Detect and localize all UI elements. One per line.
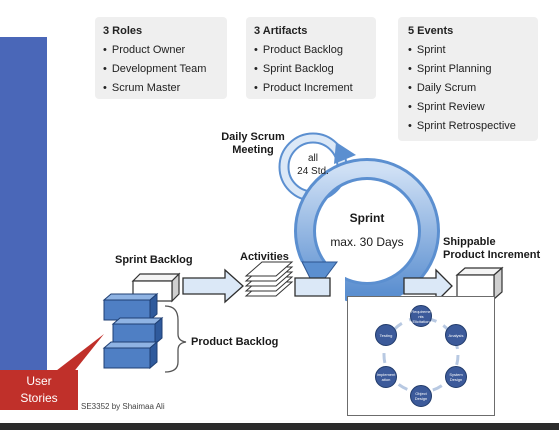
daily-cycle-label: all 24 Std. <box>290 152 336 178</box>
sdlc-node: Object Design <box>410 385 432 407</box>
list-item: Sprint <box>408 41 538 60</box>
sdlc-node: Testing <box>375 324 397 346</box>
events-title: 5 Events <box>408 25 454 37</box>
user-stories-pointer <box>52 334 104 374</box>
list-item: Sprint Planning <box>408 60 538 79</box>
list-item: Product Owner <box>103 41 227 60</box>
sprint-label: Sprint max. 30 Days <box>312 211 422 249</box>
shippable-label: Shippable Product Increment <box>443 236 540 262</box>
sdlc-node: System Design <box>445 366 467 388</box>
sprint-cycle-arrowhead <box>301 261 338 291</box>
sprint-duration: max. 30 Days <box>330 235 404 249</box>
product-backlog-label: Product Backlog <box>191 336 279 348</box>
list-item: Sprint Review <box>408 98 538 117</box>
sdlc-node: Requireme nts Elicitation <box>410 305 432 327</box>
shippable-line2: Product Increment <box>443 249 541 261</box>
shippable-line1: Shippable <box>443 236 496 248</box>
user-stories-callout: User Stories <box>0 370 78 410</box>
sidebar-panel <box>0 37 47 375</box>
activities-label: Activities <box>240 251 289 263</box>
sprint-title: Sprint <box>349 211 385 225</box>
list-item: Sprint Backlog <box>254 60 376 79</box>
daily-scrum-label: Daily Scrum Meeting <box>215 131 291 157</box>
sdlc-cycle-inset: Requireme nts Elicitation Analysis Syste… <box>347 296 495 416</box>
daily-scrum-line1: Daily Scrum <box>221 131 285 143</box>
list-item: Product Increment <box>254 79 376 98</box>
activities-stack <box>244 261 294 297</box>
sdlc-node: Implement ation <box>375 366 397 388</box>
artifacts-card: 3 Artifacts Product Backlog Sprint Backl… <box>246 17 376 99</box>
user-stories-line1: User <box>26 374 52 388</box>
list-item: Scrum Master <box>103 79 227 98</box>
events-list: Sprint Sprint Planning Daily Scrum Sprin… <box>408 41 538 136</box>
user-stories-line2: Stories <box>20 391 58 405</box>
sprint-backlog-label: Sprint Backlog <box>115 254 193 266</box>
daily-scrum-line2: Meeting <box>232 144 274 156</box>
arrow-backlog-to-activities <box>182 268 244 304</box>
roles-list: Product Owner Development Team Scrum Mas… <box>103 41 227 98</box>
arrow-activities-to-sprint <box>294 277 331 297</box>
daily-cycle-arrowhead <box>334 142 356 164</box>
credit-text: SE3352 by Shaimaa Ali <box>81 402 165 411</box>
artifacts-list: Product Backlog Sprint Backlog Product I… <box>254 41 376 98</box>
daily-cycle-line2: 24 Std. <box>297 166 329 177</box>
list-item: Sprint Retrospective <box>408 117 538 136</box>
shippable-increment-box <box>455 266 504 301</box>
daily-cycle-line1: all <box>307 153 318 164</box>
list-item: Daily Scrum <box>408 79 538 98</box>
arrow-to-increment <box>403 268 453 304</box>
events-card: 5 Events Sprint Sprint Planning Daily Sc… <box>398 17 538 141</box>
artifacts-title: 3 Artifacts <box>254 25 308 37</box>
list-item: Product Backlog <box>254 41 376 60</box>
bottom-strip <box>0 423 559 430</box>
roles-card: 3 Roles Product Owner Development Team S… <box>95 17 227 99</box>
sdlc-node: Analysis <box>445 324 467 346</box>
product-backlog-cubes <box>102 292 164 370</box>
list-item: Development Team <box>103 60 227 79</box>
roles-title: 3 Roles <box>103 25 143 37</box>
product-backlog-bracket <box>164 305 187 373</box>
